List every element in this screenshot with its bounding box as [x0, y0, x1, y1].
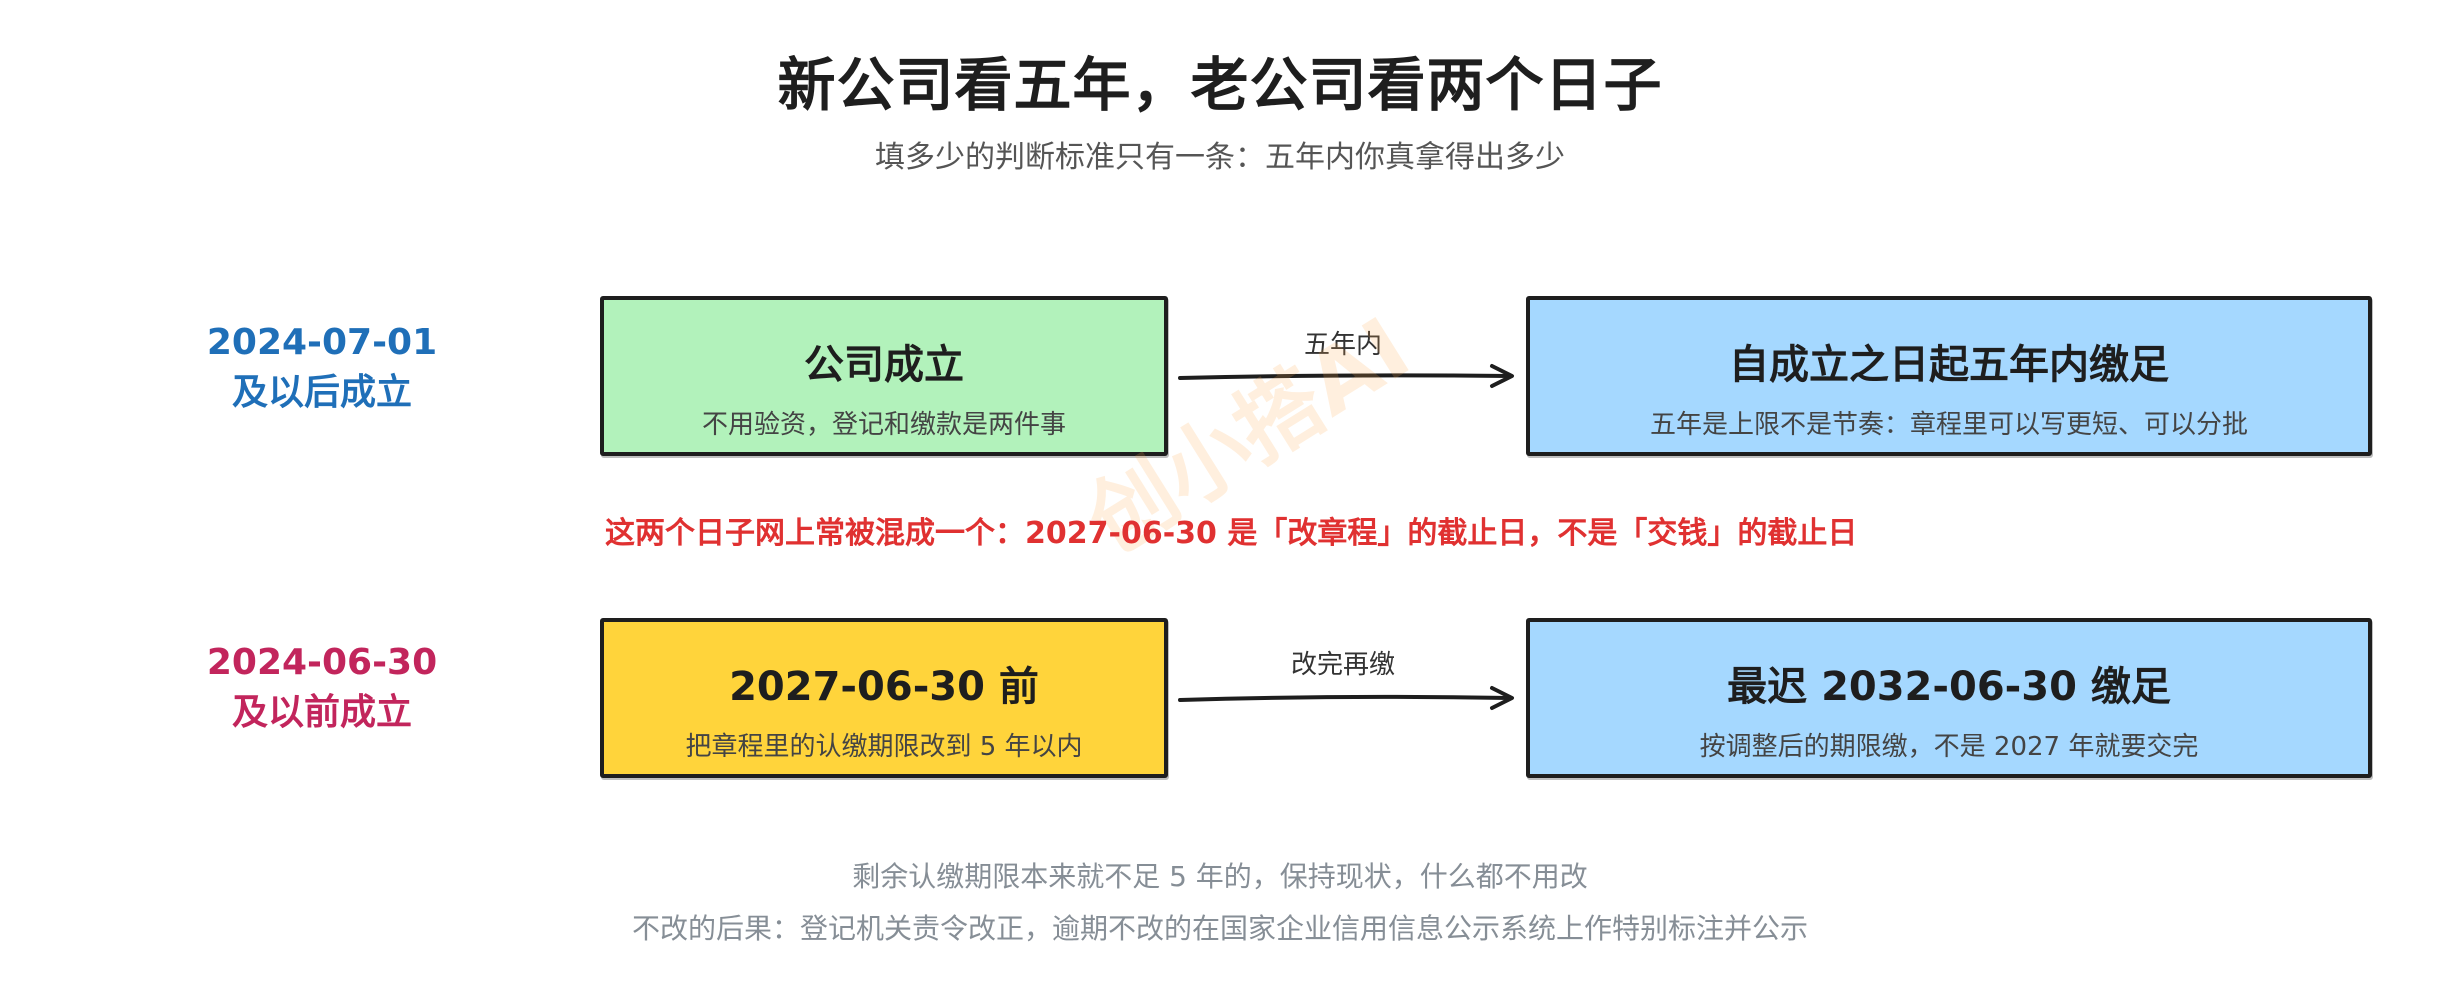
footnote-consequences: 不改的后果：登记机关责令改正，逾期不改的在国家企业信用信息公示系统上作特别标注并… — [631, 912, 1808, 945]
latest-payment-box: 最迟 2032-06-30 缴足 按调整后的期限缴，不是 2027 年就要交完 — [1526, 618, 2372, 778]
box-title: 自成立之日起五年内缴足 — [1729, 342, 2169, 388]
row-label-date: 2024-07-01 — [206, 322, 438, 363]
box-description: 把章程里的认缴期限改到 5 年以内 — [685, 732, 1083, 762]
box-description: 五年是上限不是节奏：章程里可以写更短、可以分批 — [1649, 410, 2248, 440]
arrow-label-within-five-years: 五年内 — [1303, 330, 1382, 360]
five-year-deadline-box: 自成立之日起五年内缴足 五年是上限不是节奏：章程里可以写更短、可以分批 — [1526, 296, 2372, 456]
warning-note: 这两个日子网上常被混成一个：2027-06-30 是「改章程」的截止日，不是「交… — [605, 516, 1858, 551]
amend-charter-box: 2027-06-30 前 把章程里的认缴期限改到 5 年以内 — [600, 618, 1168, 778]
page-subtitle: 填多少的判断标准只有一条：五年内你真拿得出多少 — [875, 140, 1565, 175]
box-description: 不用验资，登记和缴款是两件事 — [701, 410, 1066, 440]
box-description: 按调整后的期限缴，不是 2027 年就要交完 — [1699, 732, 2199, 762]
row-label-old-companies: 2024-06-30 及以前成立 — [142, 638, 502, 738]
page-title: 新公司看五年，老公司看两个日子 — [777, 51, 1663, 119]
arrow-label-amend-then-pay: 改完再缴 — [1290, 650, 1395, 680]
company-founded-box: 公司成立 不用验资，登记和缴款是两件事 — [600, 296, 1168, 456]
row-label-text: 及以前成立 — [231, 692, 412, 733]
row-label-text: 及以后成立 — [231, 372, 412, 413]
box-title: 2027-06-30 前 — [729, 664, 1039, 710]
row-label-new-companies: 2024-07-01 及以后成立 — [142, 318, 502, 418]
box-title: 公司成立 — [804, 342, 964, 388]
footnote-no-change-needed: 剩余认缴期限本来就不足 5 年的，保持现状，什么都不用改 — [852, 860, 1588, 893]
arrow-right-icon — [1178, 364, 1514, 388]
row-label-date: 2024-06-30 — [206, 642, 438, 683]
arrow-right-icon — [1178, 686, 1514, 710]
box-title: 最迟 2032-06-30 缴足 — [1727, 664, 2171, 710]
